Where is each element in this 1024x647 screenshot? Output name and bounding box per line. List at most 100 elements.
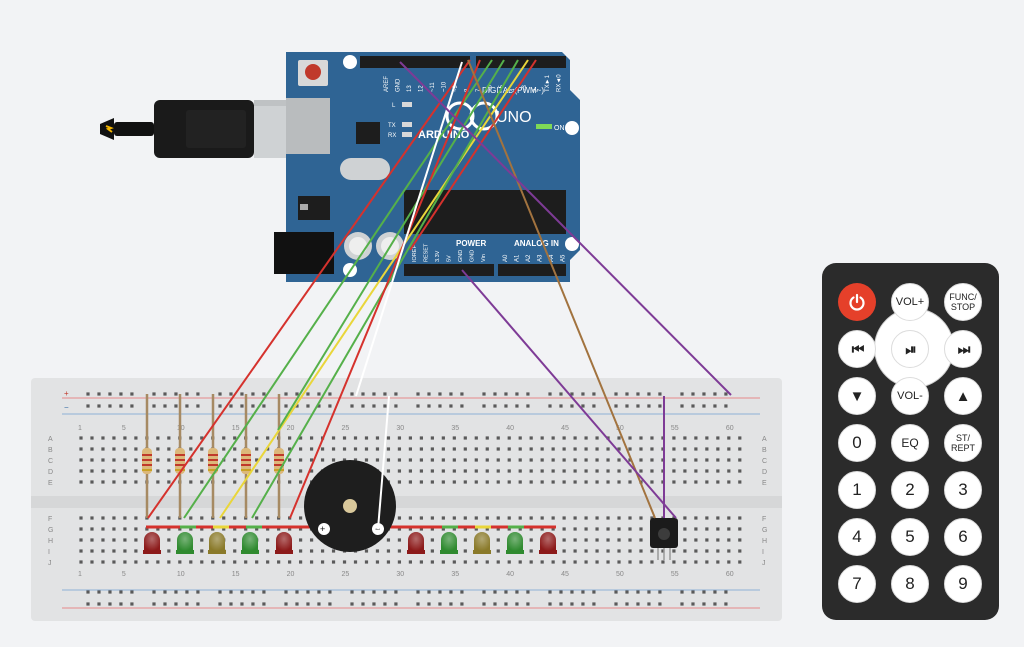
digit-4-button[interactable]: 4 — [838, 518, 876, 556]
digit-6-button[interactable]: 6 — [944, 518, 982, 556]
power-header: POWER — [456, 239, 486, 248]
wire-white-2[interactable] — [377, 395, 390, 530]
row-letter: E — [48, 480, 53, 487]
func-stop-button[interactable]: FUNC/ STOP — [944, 283, 982, 321]
row-letter: E — [762, 480, 767, 487]
resistor-band — [175, 459, 185, 461]
digit-1-button[interactable]: 1 — [838, 471, 876, 509]
led[interactable] — [506, 532, 524, 554]
wire-red-3[interactable] — [409, 59, 537, 251]
vol-down-button[interactable]: VOL- — [891, 377, 929, 415]
led-label-rx: RX — [388, 133, 396, 139]
wire-purple-2[interactable] — [461, 269, 677, 519]
row-letter: C — [48, 458, 53, 465]
resistor-band — [241, 454, 251, 456]
column-number: 5 — [122, 571, 126, 578]
power-button[interactable] — [838, 283, 876, 321]
row-letter: F — [48, 516, 52, 523]
column-number: 45 — [561, 425, 569, 432]
arduino-pin-label: TX►1 — [545, 74, 551, 92]
arduino-pin-label: 2 — [534, 88, 540, 92]
prev-button[interactable]: ⏮ — [838, 330, 876, 368]
row-letter: C — [762, 458, 767, 465]
wire-red-1[interactable] — [147, 59, 471, 519]
led-label-l: L — [392, 103, 396, 109]
down-button[interactable]: ▼ — [838, 377, 876, 415]
wire-yellow-1[interactable] — [219, 59, 529, 519]
row-letter: J — [48, 560, 52, 567]
wire-red-2[interactable] — [289, 59, 481, 519]
up-button[interactable]: ▲ — [944, 377, 982, 415]
arduino-power-pin-label: IOREF — [412, 245, 418, 262]
arduino-pin-label: ~11 — [430, 82, 436, 92]
led[interactable] — [176, 532, 194, 554]
resistor-band — [175, 469, 185, 471]
digit-5-button[interactable]: 5 — [891, 518, 929, 556]
resistor-band — [175, 464, 185, 466]
column-number: 50 — [616, 571, 624, 578]
resistor-band — [142, 464, 152, 466]
piezo-buzzer[interactable]: + − — [304, 460, 396, 552]
resistor-band — [142, 459, 152, 461]
led[interactable] — [440, 532, 458, 554]
play-pause-button[interactable]: ⏯ — [891, 330, 929, 368]
vol-up-button[interactable]: VOL+ — [891, 283, 929, 321]
analog-header: ANALOG IN — [514, 239, 559, 248]
resistor-band — [142, 469, 152, 471]
arduino-power-pin-label: GND — [458, 250, 464, 262]
column-number: 15 — [232, 425, 240, 432]
wire-purple-1[interactable] — [399, 61, 732, 396]
column-number: 25 — [342, 425, 350, 432]
wires[interactable] — [147, 59, 732, 530]
resistor-band — [175, 454, 185, 456]
digit-0-button[interactable]: 0 — [838, 424, 876, 462]
led[interactable] — [275, 532, 293, 554]
arduino-board[interactable]: ARDUINO UNO ON DIGITAL (PWM~) POWER ANAL… — [274, 52, 580, 282]
row-letter: A — [762, 436, 767, 443]
wire-green-1[interactable] — [183, 59, 493, 519]
column-number: 35 — [451, 571, 459, 578]
led[interactable] — [143, 532, 161, 554]
digit-9-button[interactable]: 9 — [944, 565, 982, 603]
wire-green-3[interactable] — [277, 59, 505, 431]
arduino-power-pin-label: RESET — [424, 243, 430, 262]
arduino-pin-label: 4 — [511, 88, 517, 92]
buzzer-plus: + — [320, 524, 325, 534]
column-number: 1 — [78, 425, 82, 432]
digit-3-button[interactable]: 3 — [944, 471, 982, 509]
next-button[interactable]: ⏭ — [944, 330, 982, 368]
resistors — [142, 394, 284, 518]
row-letter: J — [762, 560, 766, 567]
row-letter: G — [48, 527, 53, 534]
resistor-band — [241, 469, 251, 471]
digit-8-button[interactable]: 8 — [891, 565, 929, 603]
led[interactable] — [539, 532, 557, 554]
column-number: 20 — [287, 571, 295, 578]
led[interactable] — [241, 532, 259, 554]
eq-button[interactable]: EQ — [891, 424, 929, 462]
digit-2-button[interactable]: 2 — [891, 471, 929, 509]
arduino-analog-pin-label: A0 — [503, 254, 509, 262]
column-number: 55 — [671, 425, 679, 432]
arduino-pin-label: 13 — [407, 85, 413, 92]
st-rept-button[interactable]: ST/ REPT — [944, 424, 982, 462]
column-number: 20 — [287, 425, 295, 432]
wire-white-1[interactable] — [355, 61, 463, 397]
led[interactable] — [473, 532, 491, 554]
digit-7-button[interactable]: 7 — [838, 565, 876, 603]
digital-header: DIGITAL (PWM~) — [482, 86, 544, 95]
led[interactable] — [407, 532, 425, 554]
wire-brown[interactable] — [467, 59, 656, 519]
column-number: 55 — [671, 571, 679, 578]
led-label-tx: TX — [388, 123, 396, 129]
ir-receiver[interactable] — [650, 518, 678, 560]
column-number: 1 — [78, 571, 82, 578]
breadboard-column-numbers: 1155101015152020252530303535404045455050… — [78, 425, 734, 578]
resistor-band — [274, 454, 284, 456]
led[interactable] — [208, 532, 226, 554]
arduino-pin-label: 12 — [419, 85, 425, 92]
row-letter: D — [762, 469, 767, 476]
